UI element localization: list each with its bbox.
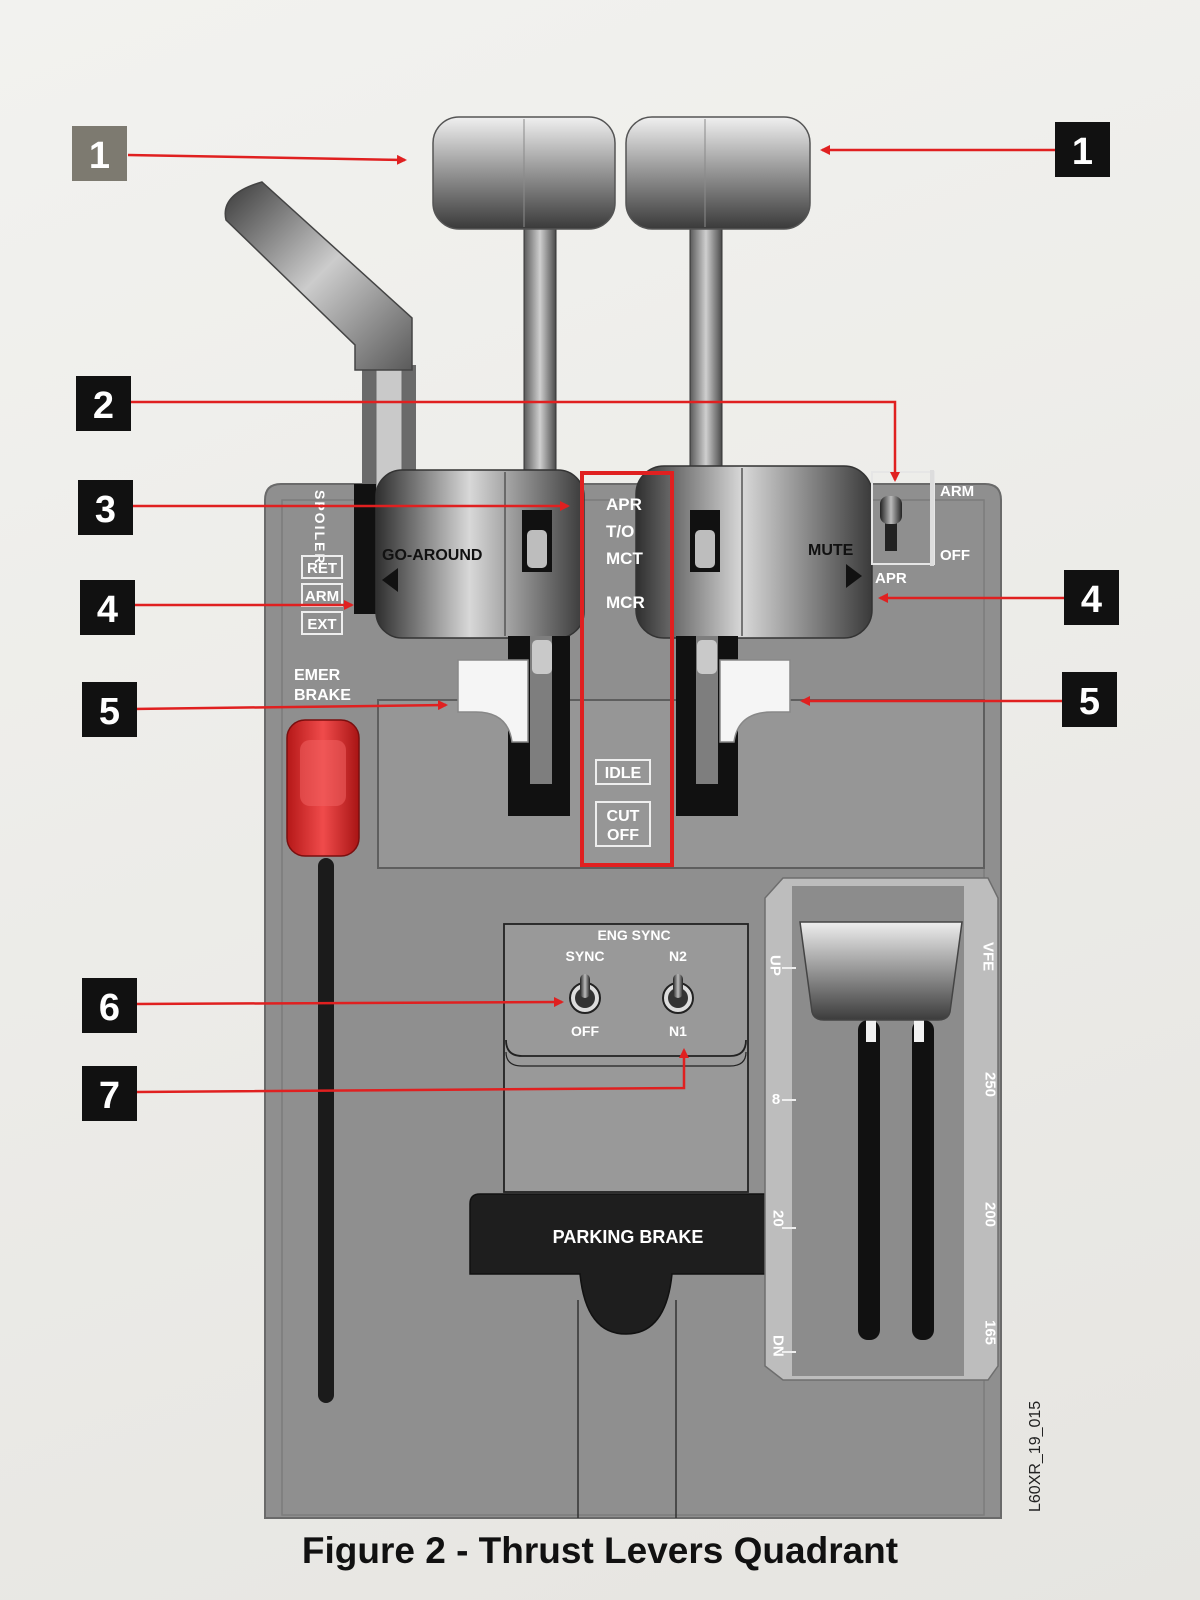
callout-leaders (127, 145, 1064, 1094)
spoiler-lever[interactable] (224, 181, 416, 614)
flap-250-label: 250 (982, 1072, 999, 1097)
svg-text:5: 5 (1079, 681, 1100, 723)
flap-8-label: 8 (772, 1091, 780, 1108)
apr-label: APR (875, 570, 907, 587)
svg-text:1: 1 (89, 135, 110, 177)
cutoff-detent: CUT OFF (595, 801, 651, 847)
svg-text:IDLE: IDLE (605, 765, 642, 782)
flap-dn-label: DN (770, 1335, 787, 1357)
right-reverse-lever[interactable] (719, 659, 791, 743)
svg-text:RET: RET (307, 560, 337, 577)
callout-1-right: 1 (1055, 122, 1110, 177)
figure-caption: Figure 2 - Thrust Levers Quadrant (301, 1530, 899, 1571)
flap-up-label: UP (767, 955, 784, 976)
go-around-button[interactable]: GO-AROUND (382, 547, 482, 564)
n1-label: N1 (669, 1023, 687, 1039)
apr-switch-panel (871, 470, 935, 566)
flap-200-label: 200 (982, 1202, 999, 1227)
callout-4-right: 4 (1064, 570, 1119, 625)
flap-lever[interactable] (799, 921, 963, 1340)
callout-1-left: 1 (72, 126, 127, 181)
detent-gate-highlight (580, 471, 674, 867)
svg-text:OFF: OFF (607, 827, 639, 844)
callout-5-right: 5 (1062, 672, 1117, 727)
left-thrust-lever[interactable] (432, 116, 616, 521)
svg-text:1: 1 (1072, 131, 1093, 173)
emer-brake-label-1: EMER (294, 667, 341, 684)
n2-label: N2 (669, 948, 687, 964)
flap-20-label: 20 (770, 1210, 787, 1227)
svg-text:4: 4 (1081, 579, 1102, 621)
spoiler-ext-detent: EXT (301, 611, 343, 635)
svg-text:ARM: ARM (305, 588, 339, 605)
detent-mcr-label: MCR (606, 593, 645, 612)
svg-text:CUT: CUT (607, 808, 640, 825)
right-thrust-lever[interactable] (625, 116, 811, 521)
sync-label: SYNC (566, 948, 605, 964)
flap-165-label: 165 (982, 1320, 999, 1345)
drawing-id: L60XR_19_015 (1027, 1401, 1044, 1512)
idle-detent: IDLE (595, 759, 651, 785)
callout-6: 6 (82, 978, 137, 1033)
detent-mct-label: MCT (606, 549, 643, 568)
svg-text:EXT: EXT (307, 616, 336, 633)
parking-brake-handle[interactable] (469, 1193, 767, 1335)
apr-off-label: OFF (940, 547, 970, 564)
eng-sync-cover (505, 1039, 747, 1057)
emer-brake-handle[interactable] (286, 719, 360, 857)
svg-text:5: 5 (99, 691, 120, 733)
apr-switch[interactable] (880, 496, 902, 551)
mute-arrow-icon (846, 564, 862, 588)
svg-text:2: 2 (93, 385, 114, 427)
left-reverse-lever[interactable] (457, 659, 529, 743)
callout-7: 7 (82, 1066, 137, 1121)
n1-n2-toggle[interactable] (662, 974, 694, 1014)
emer-brake-label-2: BRAKE (294, 687, 351, 704)
callout-4-left: 4 (80, 580, 135, 635)
eng-sync-cover-2 (505, 1051, 747, 1067)
spoiler-ret-detent: RET (301, 555, 343, 579)
svg-text:4: 4 (97, 589, 118, 631)
sync-off-label: OFF (571, 1023, 599, 1039)
spoiler-title: SPOILER (312, 490, 328, 565)
thrust-quadrant-diagram: SPOILER RET ARM EXT GO-AROUND MUTE (72, 116, 1119, 1519)
eng-sync-title: ENG SYNC (597, 927, 670, 943)
flap-scale-ticks (782, 967, 796, 1353)
mute-button[interactable]: MUTE (808, 542, 854, 559)
eng-sync-panel (503, 923, 749, 1193)
callout-5-left: 5 (82, 682, 137, 737)
svg-text:3: 3 (95, 489, 116, 531)
go-around-arrow-icon (382, 568, 398, 592)
eng-sync-toggle[interactable] (569, 974, 601, 1014)
detent-tc-label: T/O (606, 522, 634, 541)
detent-apr-label: APR (606, 495, 642, 514)
flap-vfe-label: VFE (980, 942, 997, 971)
left-lever-drum (375, 469, 585, 639)
right-lever-drum (635, 465, 873, 639)
spoiler-arm-detent: ARM (301, 583, 343, 607)
callout-3: 3 (78, 480, 133, 535)
svg-text:7: 7 (99, 1075, 120, 1117)
apr-arm-label: ARM (940, 483, 974, 500)
callout-2: 2 (76, 376, 131, 431)
parking-brake-label: PARKING BRAKE (553, 1227, 704, 1247)
svg-text:6: 6 (99, 987, 120, 1029)
emer-brake-slot (318, 858, 334, 1403)
